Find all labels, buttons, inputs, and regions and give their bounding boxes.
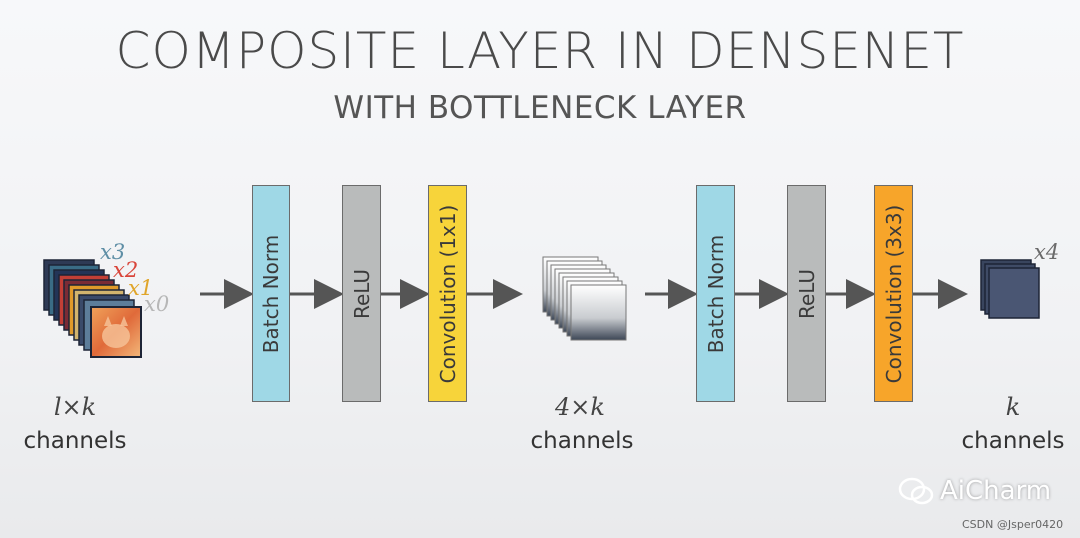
conv3x3-block: Convolution (3x3) xyxy=(874,185,913,402)
conv1x1-block: Convolution (1x1) xyxy=(428,185,467,402)
block-label: Convolution (3x3) xyxy=(881,204,906,383)
middle-feature-stack xyxy=(542,256,627,341)
input-feature-stack xyxy=(43,259,142,358)
slide-title: COMPOSITE LAYER IN DENSENET xyxy=(115,22,965,80)
block-label: ReLU xyxy=(349,268,374,319)
output-channels-count: k xyxy=(1005,393,1021,421)
relu-block-2: ReLU xyxy=(787,185,826,402)
label-x1: x1 xyxy=(128,276,154,300)
input-channels-label: channels xyxy=(23,428,127,454)
middle-map-layers xyxy=(542,256,627,341)
middle-channels-count: 4×k xyxy=(555,393,605,421)
label-x3: x3 xyxy=(100,240,126,264)
middle-channels-label: channels xyxy=(530,428,634,454)
batch-norm-block-2: Batch Norm xyxy=(696,185,735,402)
label-x2: x2 xyxy=(113,258,139,282)
block-label: Batch Norm xyxy=(703,234,728,353)
slide-subtitle: WITH BOTTLENECK LAYER xyxy=(333,90,747,126)
output-channels-label: channels xyxy=(961,428,1065,454)
block-label: Batch Norm xyxy=(259,234,283,353)
block-label: Convolution (1x1) xyxy=(435,204,460,383)
cat-image-icon xyxy=(90,306,142,358)
block-label: ReLU xyxy=(794,268,819,319)
relu-block-1: ReLU xyxy=(342,185,381,402)
brand-name: AiCharm xyxy=(940,476,1052,506)
label-x4: x4 xyxy=(1034,240,1060,264)
chat-bubble-icon xyxy=(898,477,934,505)
watermark-credit: CSDN @Jsper0420 xyxy=(962,518,1064,531)
input-channels-count: l×k xyxy=(53,393,97,421)
label-x0: x0 xyxy=(144,292,170,316)
watermark-brand: AiCharm xyxy=(898,476,1051,506)
output-map-layers xyxy=(980,259,1040,319)
batch-norm-block-1: Batch Norm xyxy=(252,185,290,402)
output-feature-stack xyxy=(980,259,1040,319)
